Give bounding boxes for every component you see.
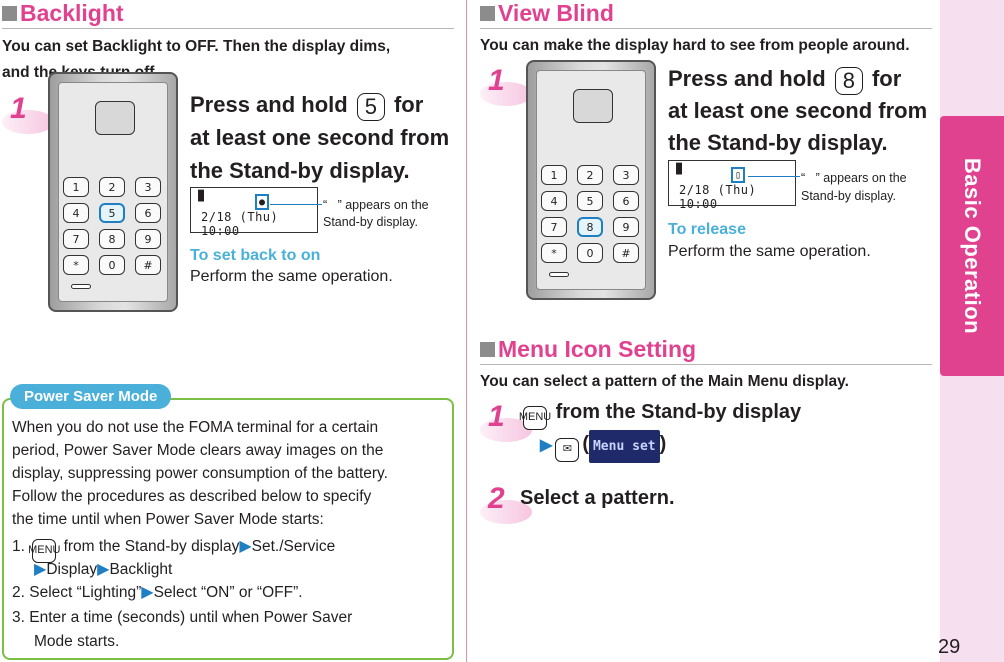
view-blind-icon: ▯	[731, 167, 745, 183]
backlight-step-line2: at least one second from	[190, 125, 450, 150]
backlight-rule	[2, 28, 454, 29]
view-blind-step-line3: the Stand-by display.	[668, 130, 888, 155]
side-tab-label: Basic Operation	[960, 157, 985, 335]
step-swoosh	[480, 82, 532, 106]
step-number: 1	[488, 64, 505, 97]
column-divider	[466, 0, 467, 662]
key-5-highlight: 5	[99, 203, 125, 223]
side-tab-highlight	[940, 116, 1004, 376]
view-blind-subhead: To release	[668, 221, 746, 238]
step-swoosh	[2, 110, 54, 134]
menu-icon-step1-line2: ▶✉(Menu set)	[540, 428, 666, 463]
menu-set-softkey: Menu set	[588, 430, 660, 463]
backlight-callout-1: “ ” appears on the	[323, 198, 429, 212]
menu-key-icon: MENU	[519, 405, 551, 430]
backlight-off-icon: ●	[255, 194, 269, 210]
antenna-icon: ▐▌	[195, 191, 208, 202]
step-swoosh	[480, 500, 532, 524]
view-blind-title: View Blind	[480, 0, 614, 27]
backlight-subtext: Perform the same operation.	[190, 268, 393, 285]
view-blind-intro: You can make the display hard to see fro…	[480, 37, 910, 54]
step-number: 1	[10, 92, 27, 125]
power-saver-item-1: 1. MENU from the Stand-by display▶Set./S…	[12, 535, 335, 563]
antenna-icon: ▐▌	[673, 164, 686, 175]
power-saver-item-3b: Mode starts.	[34, 633, 120, 650]
phone-navigation-pad	[573, 89, 613, 123]
power-saver-item-1b: ▶Display▶Backlight	[34, 561, 173, 578]
arrow-icon: ▶	[34, 561, 47, 578]
view-blind-callout-1: “ ” appears on the	[801, 171, 907, 185]
display-clock: 2/18 (Thu) 10:00	[201, 210, 279, 238]
menu-key-icon: MENU	[28, 538, 60, 563]
arrow-icon: ▶	[540, 437, 553, 454]
power-saver-p2: period, Power Saver Mode clears away ima…	[12, 442, 384, 459]
page-number: 29	[938, 636, 961, 658]
standby-display: ▐▌ 2/18 (Thu) 10:00 ▯	[668, 160, 796, 211]
arrow-icon: ▶	[239, 538, 252, 555]
menu-icon-step1-line1: MENU from the Stand-by display	[519, 396, 801, 430]
power-saver-p5: the time until when Power Saver Mode sta…	[12, 511, 324, 528]
menu-icon-intro: You can select a pattern of the Main Men…	[480, 373, 849, 390]
callout-line	[270, 204, 322, 205]
menu-icon-step2: Select a pattern.	[520, 487, 675, 509]
arrow-icon: ▶	[141, 584, 154, 601]
backlight-step-line3: the Stand-by display.	[190, 158, 410, 183]
power-saver-p3: display, suppressing power consumption o…	[12, 465, 388, 482]
backlight-callout-2: Stand-by display.	[323, 215, 418, 229]
view-blind-callout-2: Stand-by display.	[801, 189, 896, 203]
view-blind-step-line1: Press and hold 8 for	[668, 66, 902, 95]
view-blind-subtext: Perform the same operation.	[668, 243, 871, 260]
backlight-subhead: To set back to on	[190, 247, 321, 264]
phone-slot	[549, 272, 569, 277]
power-saver-item-3: 3. Enter a time (seconds) until when Pow…	[12, 609, 353, 626]
power-saver-item-2: 2. Select “Lighting”▶Select “ON” or “OFF…	[12, 584, 303, 601]
phone-slot	[71, 284, 91, 289]
power-saver-tab: Power Saver Mode	[10, 384, 172, 409]
key-8-icon: 8	[834, 66, 863, 95]
phone-navigation-pad	[95, 101, 135, 135]
section-square-icon	[480, 6, 495, 21]
step-number: 2	[488, 482, 505, 515]
step-number: 1	[488, 400, 505, 433]
mail-key-icon: ✉	[555, 437, 580, 462]
callout-line	[748, 176, 800, 177]
section-square-icon	[2, 6, 17, 21]
standby-display: ▐▌ 2/18 (Thu) 10:00 ●	[190, 187, 318, 238]
power-saver-p4: Follow the procedures as described below…	[12, 488, 372, 505]
backlight-title: Backlight	[2, 0, 124, 27]
view-blind-rule	[480, 28, 932, 29]
power-saver-box	[2, 398, 454, 660]
section-square-icon	[480, 342, 495, 357]
menu-icon-title: Menu Icon Setting	[480, 336, 696, 363]
display-clock: 2/18 (Thu) 10:00	[679, 183, 757, 211]
menu-icon-rule	[480, 364, 932, 365]
backlight-step-line1: Press and hold 5 for	[190, 92, 424, 121]
key-8-highlight: 8	[577, 217, 603, 237]
arrow-icon: ▶	[97, 561, 110, 578]
backlight-intro-1: You can set Backlight to OFF. Then the d…	[2, 38, 391, 55]
power-saver-p1: When you do not use the FOMA terminal fo…	[12, 419, 379, 436]
key-5-icon: 5	[356, 92, 385, 121]
view-blind-step-line2: at least one second from	[668, 98, 928, 123]
